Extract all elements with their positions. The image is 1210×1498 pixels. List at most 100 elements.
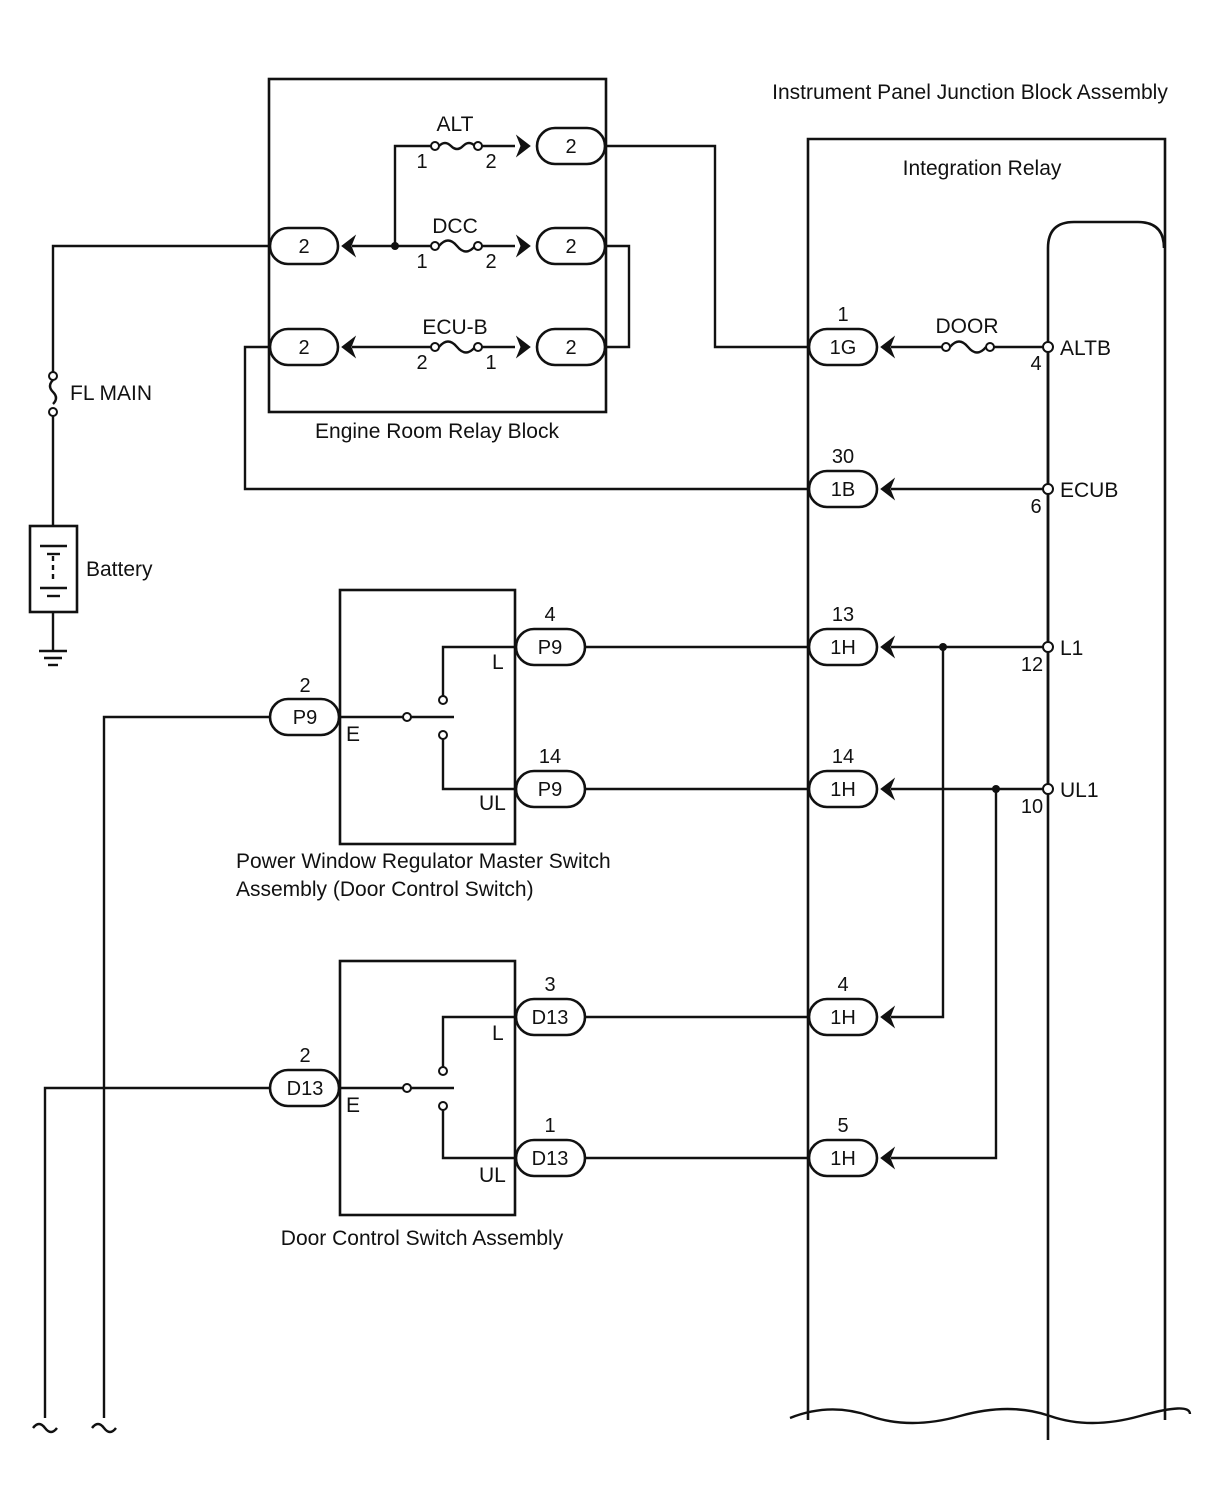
connector-pin: 4	[837, 974, 848, 996]
ecub-fuse-label: ECU-B	[422, 316, 487, 339]
door-fuse-label: DOOR	[936, 315, 999, 338]
connector-1h-14: 14 1H	[807, 746, 879, 809]
dcc-fuse-label: DCC	[432, 215, 478, 238]
terminal-name: UL	[479, 1164, 506, 1187]
terminal-name: E	[346, 723, 360, 746]
connector-pin: 13	[832, 604, 854, 626]
battery-label: Battery	[86, 558, 153, 581]
connector-pin: 4	[544, 604, 555, 626]
terminal-name: UL	[479, 792, 506, 815]
wire	[102, 715, 270, 1418]
wire	[605, 144, 808, 349]
alt-fuse-pin-2: 2	[485, 151, 496, 173]
connector-label: D13	[532, 1148, 569, 1170]
wire	[43, 1086, 270, 1418]
terminal-pin: 4	[1030, 353, 1041, 375]
connector-ecub-left: 2	[268, 327, 340, 367]
engine-room-relay-block-label: Engine Room Relay Block	[315, 420, 559, 443]
connector-label: 1H	[830, 1007, 856, 1029]
connector-label: D13	[532, 1007, 569, 1029]
connector-dcc-out: 2	[535, 226, 607, 266]
dcc-fuse: DCC 1 2	[416, 215, 515, 273]
connector-pin: 30	[832, 446, 854, 468]
battery-symbol: Battery	[28, 524, 153, 614]
connector-label: 1H	[830, 1148, 856, 1170]
relay-terminal-ecub: ECUB 6	[1030, 479, 1118, 518]
connector-label: 2	[298, 236, 309, 258]
connector-1b: 30 1B	[807, 446, 879, 509]
connector-label: 2	[565, 136, 576, 158]
connector-label: P9	[538, 779, 562, 801]
fl-main-fuse: FL MAIN	[48, 371, 152, 417]
connector-label: D13	[287, 1078, 324, 1100]
connector-label: 1G	[830, 337, 857, 359]
connector-pin: 2	[299, 1045, 310, 1067]
junction-dot	[391, 242, 399, 250]
integration-relay-box	[1046, 220, 1166, 1440]
connector-1g: 1 1G	[807, 304, 879, 367]
wire	[51, 244, 270, 372]
wire-break-icon	[91, 1422, 117, 1434]
pw-master-switch-mechanism: L UL E	[338, 645, 515, 815]
connector-1h-4: 4 1H	[807, 974, 879, 1037]
connector-label: 2	[298, 337, 309, 359]
alt-fuse-pin-1: 1	[416, 151, 427, 173]
connector-label: 1H	[830, 637, 856, 659]
ip-junction-block-label: Instrument Panel Junction Block Assembly	[772, 81, 1168, 104]
ecub-fuse-pin-2: 2	[416, 352, 427, 374]
ecub-fuse-pin-1: 1	[485, 352, 496, 374]
connector-arrow-icon	[516, 235, 531, 257]
alt-fuse: ALT 1 2	[393, 113, 515, 246]
connector-pin: 14	[539, 746, 561, 768]
connector-label: P9	[538, 637, 562, 659]
door-switch-label: Door Control Switch Assembly	[281, 1227, 564, 1250]
relay-terminal-altb: ALTB 4	[1030, 337, 1111, 375]
connector-pin: 3	[544, 974, 555, 996]
connector-p9-14: 14 P9	[514, 746, 587, 809]
wire	[605, 244, 631, 349]
connector-pin: 5	[837, 1115, 848, 1137]
connector-pin: 2	[299, 675, 310, 697]
ground-icon	[39, 612, 67, 667]
terminal-name: L	[492, 1022, 504, 1045]
connector-label: P9	[293, 707, 317, 729]
terminal-name: UL1	[1060, 779, 1099, 802]
connector-alt-out: 2	[535, 126, 607, 166]
ip-junction-block	[789, 137, 1192, 1425]
terminal-name: E	[346, 1094, 360, 1117]
terminal-name: ECUB	[1060, 479, 1118, 502]
connector-label: 1B	[831, 479, 855, 501]
relay-terminal-ul1: UL1 10	[1021, 779, 1099, 818]
terminal-name: L1	[1060, 637, 1083, 660]
terminal-name: ALTB	[1060, 337, 1111, 360]
alt-fuse-label: ALT	[437, 113, 474, 136]
connector-d13-1: 1 D13	[514, 1115, 587, 1178]
wire	[243, 345, 808, 491]
terminal-pin: 12	[1021, 654, 1043, 676]
wire	[891, 647, 945, 1019]
connector-label: 1H	[830, 779, 856, 801]
integration-relay-label: Integration Relay	[903, 157, 1062, 180]
dcc-fuse-pin-1: 1	[416, 251, 427, 273]
dcc-fuse-pin-2: 2	[485, 251, 496, 273]
connector-pin: 1	[837, 304, 848, 326]
connector-pin: 1	[544, 1115, 555, 1137]
connector-arrow-icon	[516, 336, 531, 358]
connector-d13-2: 2 D13	[268, 1045, 341, 1108]
connector-p9-4: 4 P9	[514, 604, 587, 667]
pw-master-switch-label-line1: Power Window Regulator Master Switch	[236, 850, 611, 873]
fl-main-label: FL MAIN	[70, 382, 152, 405]
connector-ecub-right: 2	[535, 327, 607, 367]
battery-in-connector: 2	[268, 226, 340, 266]
terminal-pin: 6	[1030, 496, 1041, 518]
connector-pin: 14	[832, 746, 854, 768]
connector-1h-13: 13 1H	[807, 604, 879, 667]
connector-d13-3: 3 D13	[514, 974, 587, 1037]
terminal-pin: 10	[1021, 796, 1043, 818]
pw-master-switch-label-line2: Assembly (Door Control Switch)	[236, 878, 534, 901]
wire-break-icon	[32, 1422, 58, 1434]
connector-1h-5: 5 1H	[807, 1115, 879, 1178]
relay-terminal-l1: L1 12	[1021, 637, 1083, 676]
connector-p9-2: 2 P9	[268, 675, 341, 737]
door-fuse: DOOR	[936, 315, 999, 354]
